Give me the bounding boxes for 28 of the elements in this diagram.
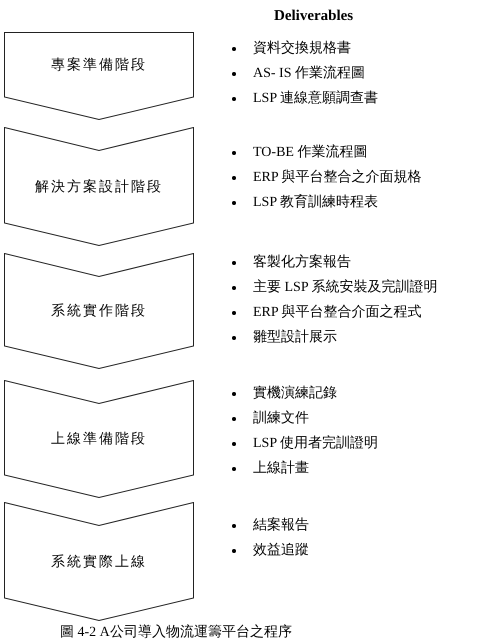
chevron-shape [4,32,194,120]
deliverable-item: 訓練文件 [253,409,309,428]
deliverable-item: LSP 使用者完訓證明 [253,434,378,453]
phase-label: 系統實作階段 [51,302,147,321]
deliverable-item: LSP 教育訓練時程表 [253,193,378,212]
deliverable-item: 效益追蹤 [253,542,309,560]
phase-label: 專案準備階段 [51,56,147,74]
deliverable-item: TO-BE 作業流程圖 [253,143,368,162]
chevron-shape [4,380,194,498]
phase-label: 解決方案設計階段 [35,178,163,196]
deliverable-item: AS- IS 作業流程圖 [253,64,366,83]
deliverable-item: ERP 與平台整合之介面規格 [253,168,422,187]
chevron-shape [4,127,194,246]
deliverable-item: 資料交換規格書 [253,39,351,58]
chevron-shape [4,253,194,369]
figure-caption: 圖 4-2 A公司導入物流運籌平台之程序 [60,623,292,642]
deliverable-item: 主要 LSP 系統安裝及完訓證明 [253,278,438,297]
deliverable-item: ERP 與平台整合介面之程式 [253,303,422,322]
deliverable-item: 實機演練記錄 [253,384,337,403]
deliverable-item: 上線計畫 [253,459,309,478]
deliverable-item: 結案報告 [253,516,309,535]
deliverable-item: 雛型設計展示 [253,328,337,347]
phase-label: 上線準備階段 [51,430,147,449]
column-heading: Deliverables [274,7,354,26]
deliverable-item: LSP 連線意願調查書 [253,89,378,108]
deliverable-item: 客製化方案報告 [253,253,351,272]
phase-label: 系統實際上線 [51,553,147,572]
chevron-shape [4,502,194,621]
